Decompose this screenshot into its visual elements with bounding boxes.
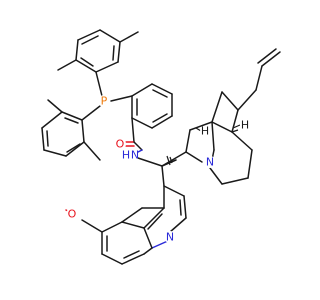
amide-nitrogen-label: N <box>131 149 139 162</box>
stereo-hydrogen-label-1: H <box>201 125 209 138</box>
xylyl-ring-lower <box>41 99 101 161</box>
amide-group <box>125 117 163 167</box>
quinuclidine-nitrogen-label: N <box>206 156 214 169</box>
phosphorus-bonds <box>81 71 133 121</box>
phosphorus-label: P <box>101 95 108 108</box>
methoxy-oxygen-label: O <box>68 208 77 221</box>
carbonyl-oxygen-label: O <box>116 138 125 151</box>
xylyl-ring-upper <box>57 29 139 73</box>
quinoline-nitrogen-label: N <box>166 231 174 244</box>
atom-labels: P O H N H H N N O <box>66 95 250 244</box>
stereo-hydrogen-label-2: H <box>241 119 249 132</box>
benzamide-ring <box>131 83 173 129</box>
methine-center <box>161 151 187 187</box>
amide-hydrogen-label: H <box>122 149 130 162</box>
quinuclidine-ring <box>185 48 281 185</box>
structure-diagram: P O H N H H N N O <box>41 29 281 265</box>
quinoline-ring <box>65 185 187 265</box>
